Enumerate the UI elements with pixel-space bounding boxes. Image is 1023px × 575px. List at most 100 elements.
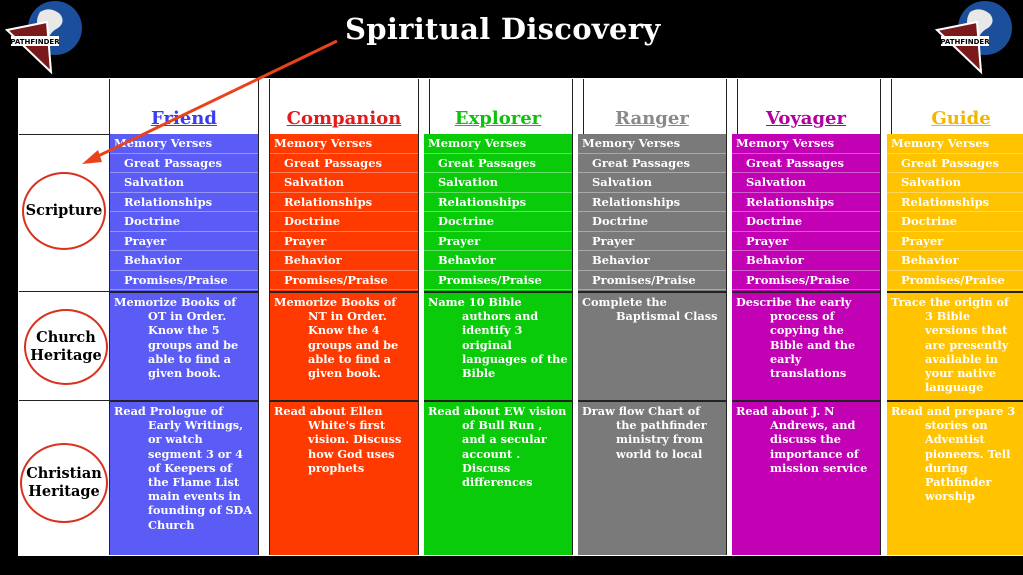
scripture-item: Prayer [732,232,880,251]
row-label-text: Scripture [25,202,103,219]
scripture-item: Relationships [732,193,880,212]
column-header-companion: Companion [286,108,402,129]
column-gap [258,79,270,555]
scripture-item: Relationships [887,193,1023,212]
scripture-item: Salvation [578,173,726,193]
scripture-item: Relationships [578,193,726,212]
scripture-item: Behavior [110,251,258,271]
scripture-item: Promises/Praise [270,271,418,290]
scripture-item: Prayer [424,232,572,251]
scripture-item: Prayer [110,232,258,251]
scripture-item: Doctrine [110,212,258,232]
church-heritage-task: Name 10 Bible authors and identify 3 ori… [428,295,568,381]
christian-heritage-task: Read about J. N Andrews, and discuss the… [736,404,868,475]
scripture-item: Promises/Praise [578,271,726,290]
scripture-item: Prayer [887,232,1023,251]
scripture-item: Promises/Praise [110,271,258,290]
scripture-item: Promises/Praise [732,271,880,290]
scripture-item: Prayer [578,232,726,251]
column-header-voyager: Voyager [766,108,846,129]
scripture-item: Memory Verses [887,134,1023,154]
row-divider [732,291,880,293]
row-divider [19,400,109,401]
scripture-item: Great Passages [424,154,572,173]
scripture-item: Relationships [110,193,258,212]
scripture-item: Doctrine [424,212,572,232]
church-heritage-task: Describe the early process of copying th… [736,295,856,381]
church-heritage-task: Trace the origin of 3 Bible versions tha… [891,295,1009,395]
scripture-item: Memory Verses [110,134,258,154]
scripture-item: Promises/Praise [424,271,572,290]
scripture-item: Great Passages [578,154,726,173]
row-divider [270,291,418,293]
church-heritage-task: Complete the Baptismal Class [582,295,718,324]
row-divider [887,291,1023,293]
scripture-item: Great Passages [110,154,258,173]
scripture-item: Relationships [270,193,418,212]
scripture-item: Behavior [887,251,1023,271]
scripture-item: Behavior [732,251,880,271]
scripture-item: Memory Verses [578,134,726,154]
scripture-item: Salvation [424,173,572,193]
scripture-item: Memory Verses [732,134,880,154]
page-title: Spiritual Discovery [345,12,661,46]
row-divider [732,400,880,402]
christian-heritage-task: Draw flow Chart of the pathfinder minist… [582,404,707,461]
scripture-item: Doctrine [270,212,418,232]
scripture-item: Memory Verses [270,134,418,154]
scripture-item: Great Passages [732,154,880,173]
row-label-scripture: Scripture [22,172,106,250]
logo-text-right: PATHFINDER [940,38,990,46]
column-header-ranger: Ranger [615,108,689,129]
row-divider [19,134,109,135]
scripture-item: Relationships [424,193,572,212]
logo-text-left: PATHFINDER [10,38,60,46]
christian-heritage-task: Read about EW vision of Bull Run , and a… [428,404,567,490]
row-divider [110,400,258,402]
christian-heritage-task: Read about Ellen White's first vision. D… [274,404,402,475]
pathfinder-logo-left: PATHFINDER [5,1,82,75]
column-header-guide: Guide [931,108,991,129]
scripture-item: Doctrine [578,212,726,232]
row-divider [578,400,726,402]
scripture-item: Salvation [887,173,1023,193]
row-divider [270,400,418,402]
christian-heritage-task: Read and prepare 3 stories on Adventist … [891,404,1016,504]
scripture-item: Prayer [270,232,418,251]
scripture-item: Salvation [270,173,418,193]
church-heritage-task: Memorize Books of OT in Order. Know the … [114,295,239,381]
row-divider [578,291,726,293]
scripture-item: Behavior [424,251,572,271]
row-divider [424,291,572,293]
scripture-item: Memory Verses [424,134,572,154]
row-divider [19,291,109,292]
row-divider [424,400,572,402]
scripture-item: Behavior [270,251,418,271]
column-header-explorer: Explorer [454,108,542,129]
scripture-item: Great Passages [887,154,1023,173]
scripture-item: Salvation [110,173,258,193]
christian-heritage-task: Read Prologue of Early Writings, or watc… [114,404,253,532]
scripture-item: Doctrine [887,212,1023,232]
scripture-item: Promises/Praise [887,271,1023,290]
scripture-item: Behavior [578,251,726,271]
row-divider [110,291,258,293]
pathfinder-logo-right: PATHFINDER [935,1,1012,75]
row-divider [887,400,1023,402]
scripture-item: Great Passages [270,154,418,173]
